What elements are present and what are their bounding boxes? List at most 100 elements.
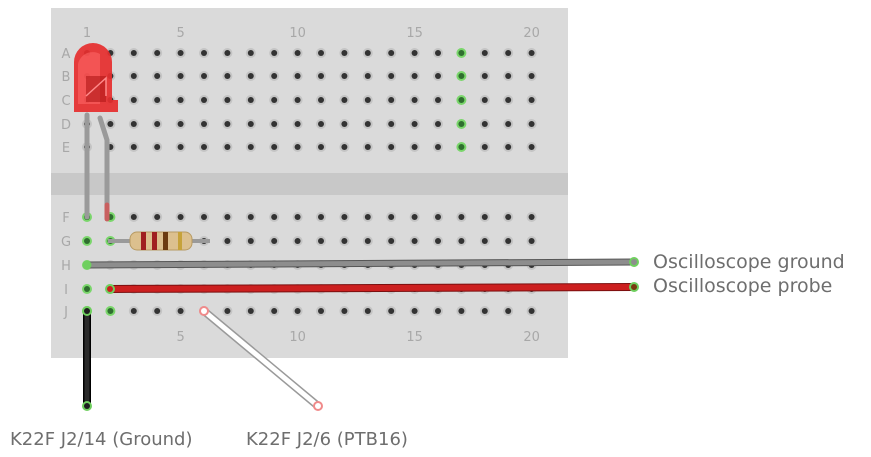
breadboard-hole <box>316 119 326 129</box>
breadboard-hole <box>386 236 397 246</box>
breadboard-hole <box>222 212 233 222</box>
breadboard-hole <box>292 212 303 222</box>
breadboard-hole <box>152 142 163 152</box>
breadboard-hole <box>433 212 443 222</box>
breadboard-hole <box>456 119 467 129</box>
row-letter: A <box>62 47 71 62</box>
breadboard-hole <box>409 212 420 222</box>
breadboard-hole <box>316 236 326 246</box>
column-numbers: 1510152015101520 <box>83 26 540 345</box>
breadboard-hole <box>362 48 373 58</box>
column-number: 10 <box>289 26 306 41</box>
breadboard-hole <box>433 71 443 81</box>
breadboard-hole <box>82 284 92 294</box>
breadboard-hole <box>128 306 139 316</box>
breadboard-hole <box>128 119 139 129</box>
breadboard-hole <box>479 306 490 316</box>
breadboard-hole <box>526 95 537 105</box>
breadboard-hole <box>292 236 303 246</box>
breadboard-hole <box>339 95 350 105</box>
wire-ends <box>82 257 639 411</box>
column-number: 15 <box>406 330 423 345</box>
breadboard-hole <box>362 306 373 316</box>
column-number: 15 <box>406 26 423 41</box>
breadboard-hole <box>526 236 537 246</box>
breadboard-hole <box>175 95 186 105</box>
breadboard-hole <box>526 306 537 316</box>
breadboard-hole <box>503 119 514 129</box>
breadboard-hole <box>222 119 233 129</box>
breadboard-hole <box>409 142 420 152</box>
breadboard-hole <box>245 236 256 246</box>
breadboard-hole <box>479 142 490 152</box>
column-number: 10 <box>289 330 306 345</box>
breadboard-hole <box>409 48 420 58</box>
breadboard-hole <box>456 236 467 246</box>
breadboard-hole <box>503 212 514 222</box>
breadboard-hole <box>222 306 233 316</box>
breadboard-hole <box>339 119 350 129</box>
oscilloscope-ground-label: Oscilloscope ground <box>653 251 845 273</box>
breadboard-hole <box>339 306 350 316</box>
breadboard-hole <box>386 95 397 105</box>
red-led <box>74 43 118 112</box>
breadboard-hole <box>128 142 139 152</box>
breadboard-hole <box>339 212 350 222</box>
breadboard-hole <box>292 48 303 58</box>
breadboard-hole <box>269 119 280 129</box>
breadboard-hole <box>362 236 373 246</box>
breadboard-hole <box>316 142 326 152</box>
breadboard-center-channel <box>51 173 568 195</box>
breadboard-hole <box>456 212 467 222</box>
breadboard-hole <box>222 142 233 152</box>
breadboard-hole <box>503 236 514 246</box>
row-letter: E <box>62 141 70 156</box>
row-letter: F <box>62 211 69 226</box>
column-number: 5 <box>176 26 184 41</box>
breadboard-hole <box>503 142 514 152</box>
breadboard-hole <box>292 119 303 129</box>
breadboard-hole <box>503 71 514 81</box>
breadboard-hole <box>479 236 490 246</box>
breadboard-hole <box>339 142 350 152</box>
breadboard-hole <box>503 95 514 105</box>
breadboard-hole <box>479 212 490 222</box>
column-number: 20 <box>523 26 540 41</box>
breadboard-hole <box>409 71 420 81</box>
breadboard-hole <box>175 212 186 222</box>
oscilloscope-probe-label: Oscilloscope probe <box>653 275 833 297</box>
breadboard-hole <box>128 95 139 105</box>
breadboard-hole <box>152 212 163 222</box>
breadboard-hole <box>292 306 303 316</box>
breadboard-hole <box>479 119 490 129</box>
breadboard-hole <box>269 212 280 222</box>
breadboard-hole <box>386 48 397 58</box>
k22f-signal-label: K22F J2/6 (PTB16) <box>246 429 408 450</box>
row-letter: B <box>62 70 71 85</box>
breadboard-hole <box>175 48 186 58</box>
row-letter: C <box>61 94 70 109</box>
breadboard-hole <box>409 119 420 129</box>
breadboard-hole <box>199 95 209 105</box>
row-letter: H <box>61 259 71 274</box>
breadboard-hole <box>409 236 420 246</box>
breadboard-hole <box>222 236 233 246</box>
breadboard-hole <box>222 48 233 58</box>
breadboard-hole <box>152 48 163 58</box>
breadboard-hole <box>362 71 373 81</box>
breadboard-hole <box>433 95 443 105</box>
breadboard-hole <box>269 71 280 81</box>
breadboard-hole <box>362 95 373 105</box>
breadboard-hole <box>526 71 537 81</box>
breadboard-hole <box>175 119 186 129</box>
breadboard-hole <box>245 142 256 152</box>
breadboard-hole <box>245 71 256 81</box>
breadboard-hole <box>199 48 209 58</box>
column-number: 20 <box>523 330 540 345</box>
breadboard-hole <box>433 48 443 58</box>
k22f-ground-label: K22F J2/14 (Ground) <box>10 429 193 450</box>
breadboard-hole <box>456 71 467 81</box>
